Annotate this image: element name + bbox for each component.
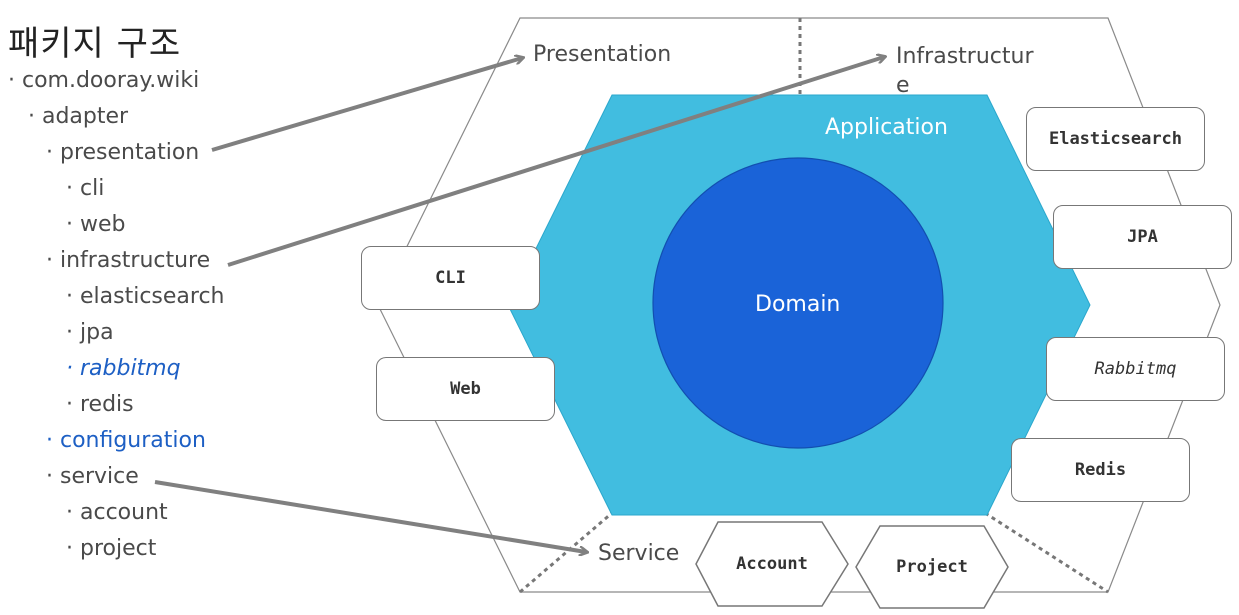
domain-label: Domain xyxy=(755,292,841,317)
application-label: Application xyxy=(825,115,948,140)
bottom-right-divider xyxy=(984,511,1109,594)
tree-item-elasticsearch: · elasticsearch xyxy=(66,284,225,309)
tree-item-web: · web xyxy=(66,212,126,237)
tree-item-adapter: · adapter xyxy=(28,104,129,129)
tree-item-redis: · redis xyxy=(66,392,134,417)
tree-item-infrastructure: · infrastructure xyxy=(46,248,211,273)
adapter-rabbitmq: Rabbitmq xyxy=(1046,337,1225,401)
service-label-account: Account xyxy=(736,554,808,574)
service-hex-project xyxy=(855,525,1009,609)
tree-item-presentation: · presentation xyxy=(46,140,200,165)
tree-item-jpa: · jpa xyxy=(66,320,114,345)
zone-label-infrastructure: Infrastructur e xyxy=(896,44,1034,98)
service-hex-account xyxy=(695,521,849,607)
tree-item-configuration: · configuration xyxy=(46,428,206,453)
arrow-presentation xyxy=(211,58,522,152)
tree-item-account: · account xyxy=(66,500,168,525)
domain-circle xyxy=(652,157,944,449)
adapter-jpa: JPA xyxy=(1053,205,1232,269)
arrow-service xyxy=(154,480,586,552)
adapter-web: Web xyxy=(376,357,555,421)
tree-item-project: · project xyxy=(66,536,157,561)
adapter-cli: CLI xyxy=(361,246,540,310)
arrow-infrastructure xyxy=(227,57,884,267)
page-title: 패키지 구조 xyxy=(8,24,182,64)
zone-label-presentation: Presentation xyxy=(533,42,672,67)
tree-item-cli: · cli xyxy=(66,176,105,201)
tree-item-com-dooray-wiki: · com.dooray.wiki xyxy=(8,68,200,93)
zone-label-service: Service xyxy=(598,541,680,566)
adapter-redis: Redis xyxy=(1011,438,1190,502)
tree-item-rabbitmq: · rabbitmq xyxy=(66,356,181,381)
adapter-elasticsearch: Elasticsearch xyxy=(1026,107,1205,171)
tree-item-service: · service xyxy=(46,464,139,489)
service-label-project: Project xyxy=(896,557,968,577)
